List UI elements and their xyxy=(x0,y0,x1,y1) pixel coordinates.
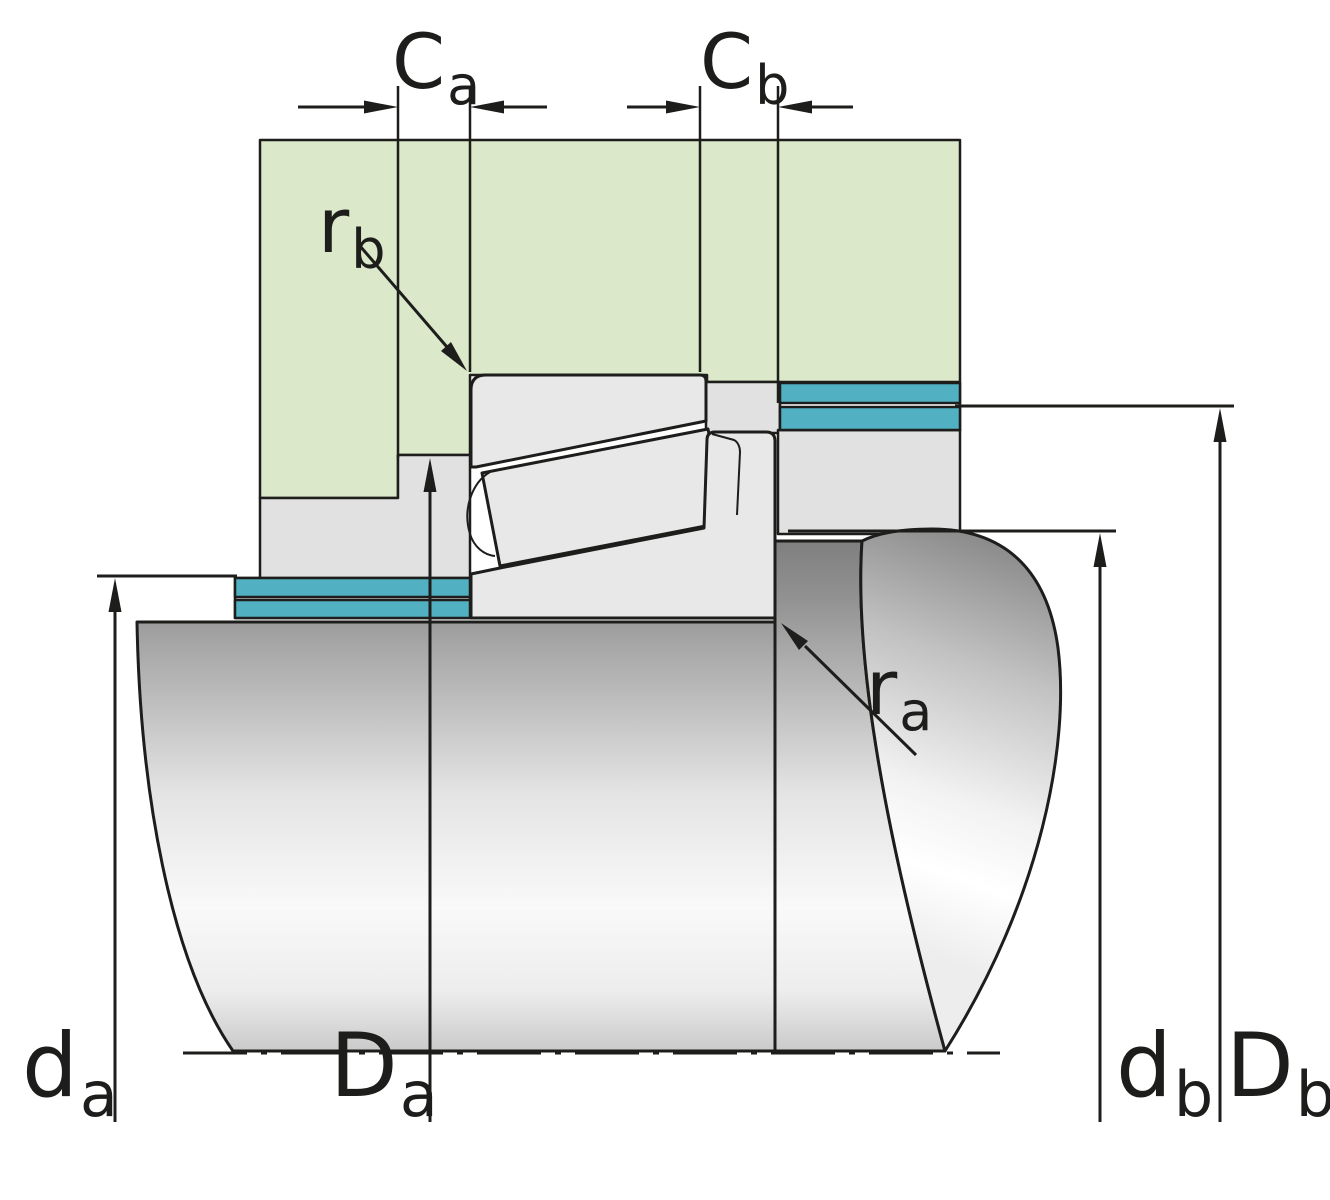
dimension-Db xyxy=(955,404,1234,1122)
arrowhead-up xyxy=(1213,408,1227,442)
shaft-shoulder-fillet xyxy=(859,527,1063,1053)
housing-spacer-ring-lower xyxy=(778,405,962,432)
shaft-spacer-ring-upper xyxy=(233,576,472,599)
arrowhead-up xyxy=(1093,533,1107,567)
dimension-Da xyxy=(423,458,437,1122)
arrowhead-up xyxy=(108,578,122,612)
label-rb: rb xyxy=(318,181,386,281)
dimension-Ca xyxy=(298,86,547,458)
arrowhead-diagonal xyxy=(781,623,808,650)
housing xyxy=(258,138,962,581)
shaft xyxy=(135,527,1063,1053)
arrowhead-diagonal xyxy=(441,342,467,371)
arrowhead-left xyxy=(778,100,812,114)
leader-rb xyxy=(358,245,467,371)
arrowhead-right xyxy=(364,100,398,114)
labels: Ca Cb rb ra da Da db Db xyxy=(22,17,1330,1131)
label-Ca: Ca xyxy=(392,17,480,117)
shaft-spacer-ring-lower xyxy=(233,598,472,620)
label-Da: Da xyxy=(330,1014,438,1131)
label-Cb: Cb xyxy=(700,17,789,117)
tapered-roller-bearing xyxy=(466,373,777,620)
dimension-Cb xyxy=(627,86,853,403)
bearing-cage-right xyxy=(711,433,742,516)
leader-line xyxy=(803,644,918,757)
bearing-cage-left xyxy=(466,471,496,557)
housing-spacer-ring-upper xyxy=(778,381,962,405)
leader-line xyxy=(358,245,449,348)
housing-spacer-middle xyxy=(704,380,782,435)
label-Db: Db xyxy=(1226,1014,1330,1131)
arrowhead-up xyxy=(423,458,437,492)
bearing-inner-ring xyxy=(469,430,777,620)
label-ra: ra xyxy=(866,643,932,743)
leader-ra xyxy=(781,623,918,757)
dimension-db xyxy=(788,529,1116,1122)
housing-block-right xyxy=(776,428,962,536)
dimension-da xyxy=(97,574,237,1122)
bearing-outer-ring xyxy=(469,373,708,469)
label-db: db xyxy=(1116,1014,1213,1131)
arrowhead-left xyxy=(470,100,504,114)
arrowhead-right xyxy=(666,100,700,114)
label-da: da xyxy=(22,1014,118,1131)
